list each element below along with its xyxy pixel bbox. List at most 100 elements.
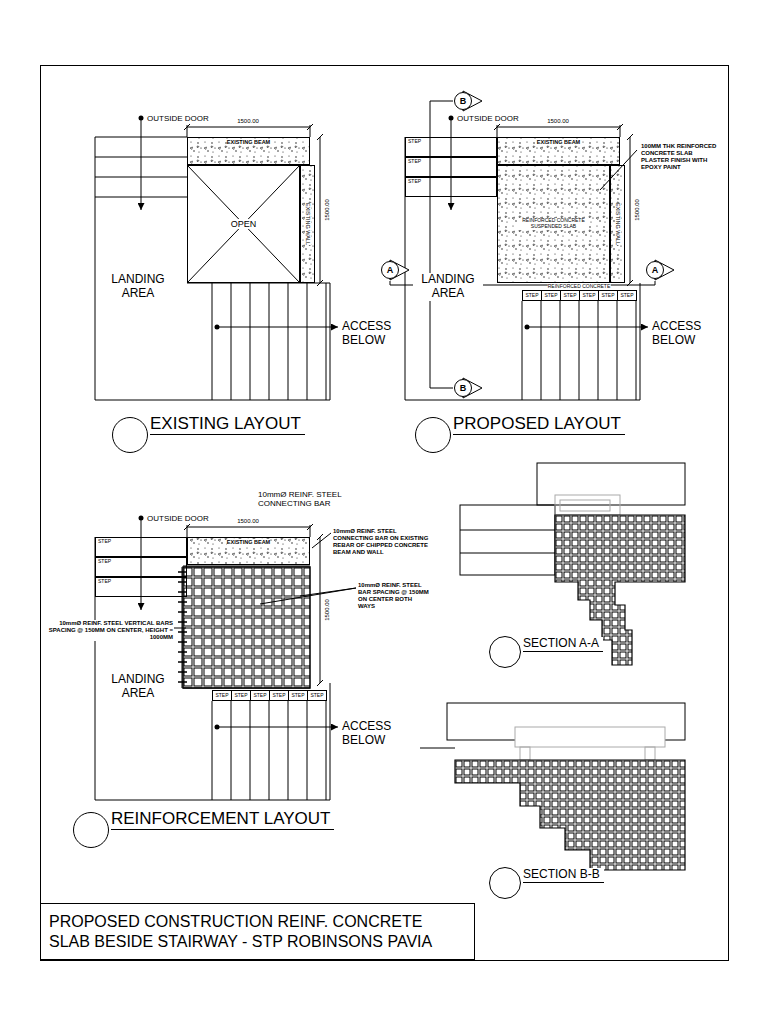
- node-text: STEP: [98, 559, 111, 565]
- node-text: A: [652, 266, 659, 275]
- access-arrow: [527, 327, 648, 328]
- rebar: [455, 839, 685, 842]
- rebar: [455, 848, 685, 849]
- stair-step: STEP: [617, 290, 637, 301]
- rebar: [555, 635, 685, 636]
- section-marker: B: [453, 90, 483, 112]
- vertical-bar-mark: [178, 631, 187, 633]
- rebar: [455, 824, 685, 825]
- rebar: [183, 617, 310, 618]
- dimension-tick: [184, 124, 190, 130]
- stair-step: STEP: [95, 577, 187, 597]
- node-text: EXISTING WALL: [304, 203, 310, 245]
- rebar: [555, 595, 685, 596]
- section-marker: B: [453, 377, 483, 399]
- opening-cross: [187, 165, 300, 283]
- rebar: [183, 576, 310, 579]
- node-text: STEP: [272, 693, 285, 699]
- stair-step: STEP: [405, 177, 497, 197]
- rebar: [555, 603, 685, 604]
- rebar: [555, 547, 685, 548]
- beam-hatch: [187, 137, 310, 165]
- dimension-line: [497, 127, 620, 128]
- rebar: [555, 531, 685, 532]
- stair-step: STEP: [95, 557, 187, 577]
- node-text: STEP: [98, 539, 111, 545]
- concrete-slab: REINFORCED CONCRETE SUSPENDED SLAB: [497, 165, 610, 283]
- rebar: [455, 807, 685, 810]
- annotation-text: REINFORCED CONCRETE: [548, 284, 611, 289]
- rebar: [183, 627, 310, 628]
- dimension-line: [630, 137, 631, 283]
- view-title: REINFORCEMENT LAYOUT: [73, 812, 337, 848]
- dimension-tick: [317, 534, 323, 540]
- annotation-text: ACCESS BELOW: [342, 720, 404, 748]
- rebar: [455, 792, 685, 793]
- access-arrow: [217, 727, 338, 728]
- plan-outline: [95, 137, 96, 400]
- stair-riser: [288, 701, 289, 800]
- rebar: [555, 579, 685, 580]
- marker-circle: [455, 380, 472, 397]
- rebar: [455, 808, 685, 809]
- annotation-text: 10mmØ REINF. STEEL VERTICAL BARS SPACING…: [45, 620, 173, 641]
- rebar: [555, 634, 685, 637]
- stair-riser: [212, 701, 213, 800]
- vertical-bar-mark: [178, 681, 187, 683]
- dimension-tick: [494, 124, 500, 130]
- rebar: [555, 658, 685, 661]
- annotation-text: 100MM THK REINFORCED CONCRETE SLAB PLAST…: [641, 143, 721, 171]
- rebar: [183, 666, 310, 669]
- rebar: [455, 864, 685, 865]
- vertical-bar-mark: [178, 621, 187, 623]
- node-text: REINFORCEMENT LAYOUT: [111, 809, 334, 830]
- stair-riser: [288, 283, 289, 400]
- stair-step: STEP: [212, 690, 232, 701]
- node-text: PROPOSED LAYOUT: [453, 414, 625, 435]
- title-circle-shape: [490, 637, 521, 668]
- dimension-tick: [617, 124, 623, 130]
- rebar: [455, 832, 685, 833]
- rebar: [183, 656, 310, 659]
- stair-step: STEP: [579, 290, 599, 301]
- rebar-grid: [183, 567, 310, 688]
- line-layer: [95, 116, 685, 871]
- node-text: STEP: [601, 293, 614, 299]
- leader-line: [312, 533, 331, 548]
- section-marker: A: [380, 259, 410, 281]
- stair-riser: [522, 301, 523, 400]
- dimension-tick: [317, 680, 323, 686]
- floor-above: [537, 463, 685, 505]
- stair-step: STEP: [250, 690, 270, 701]
- rebar: [183, 657, 310, 658]
- rebar: [455, 831, 685, 834]
- stair-riser: [617, 301, 618, 400]
- rebar: [455, 791, 685, 794]
- plan-outline: [330, 683, 331, 800]
- node-text: STEP: [620, 293, 633, 299]
- section-rebar: [455, 760, 685, 870]
- rebar: [455, 800, 685, 801]
- section-cut-line: [430, 101, 453, 388]
- rebar: [555, 659, 685, 660]
- slab-hatch: [497, 165, 610, 283]
- annotation-text: 1500.00: [634, 199, 641, 221]
- vertical-bar-mark: [178, 571, 187, 573]
- existing-wall: EXISTING WALL: [610, 165, 625, 283]
- rebar: [555, 618, 685, 621]
- rebar: [555, 602, 685, 605]
- section-outline: [455, 760, 685, 870]
- rebar: [183, 667, 310, 668]
- stair-step: STEP: [231, 690, 251, 701]
- marker-circle: [647, 262, 664, 279]
- dimension-tick: [307, 124, 313, 130]
- rebar: [555, 546, 685, 549]
- rebar: [183, 607, 310, 608]
- stair-flight: [460, 505, 555, 575]
- plan-outline: [330, 283, 331, 400]
- dimension-tick: [317, 134, 323, 140]
- existing-beam-outline: [555, 495, 620, 515]
- stair-riser: [636, 301, 637, 400]
- rebar: [455, 823, 685, 826]
- stair-tread: [460, 553, 555, 554]
